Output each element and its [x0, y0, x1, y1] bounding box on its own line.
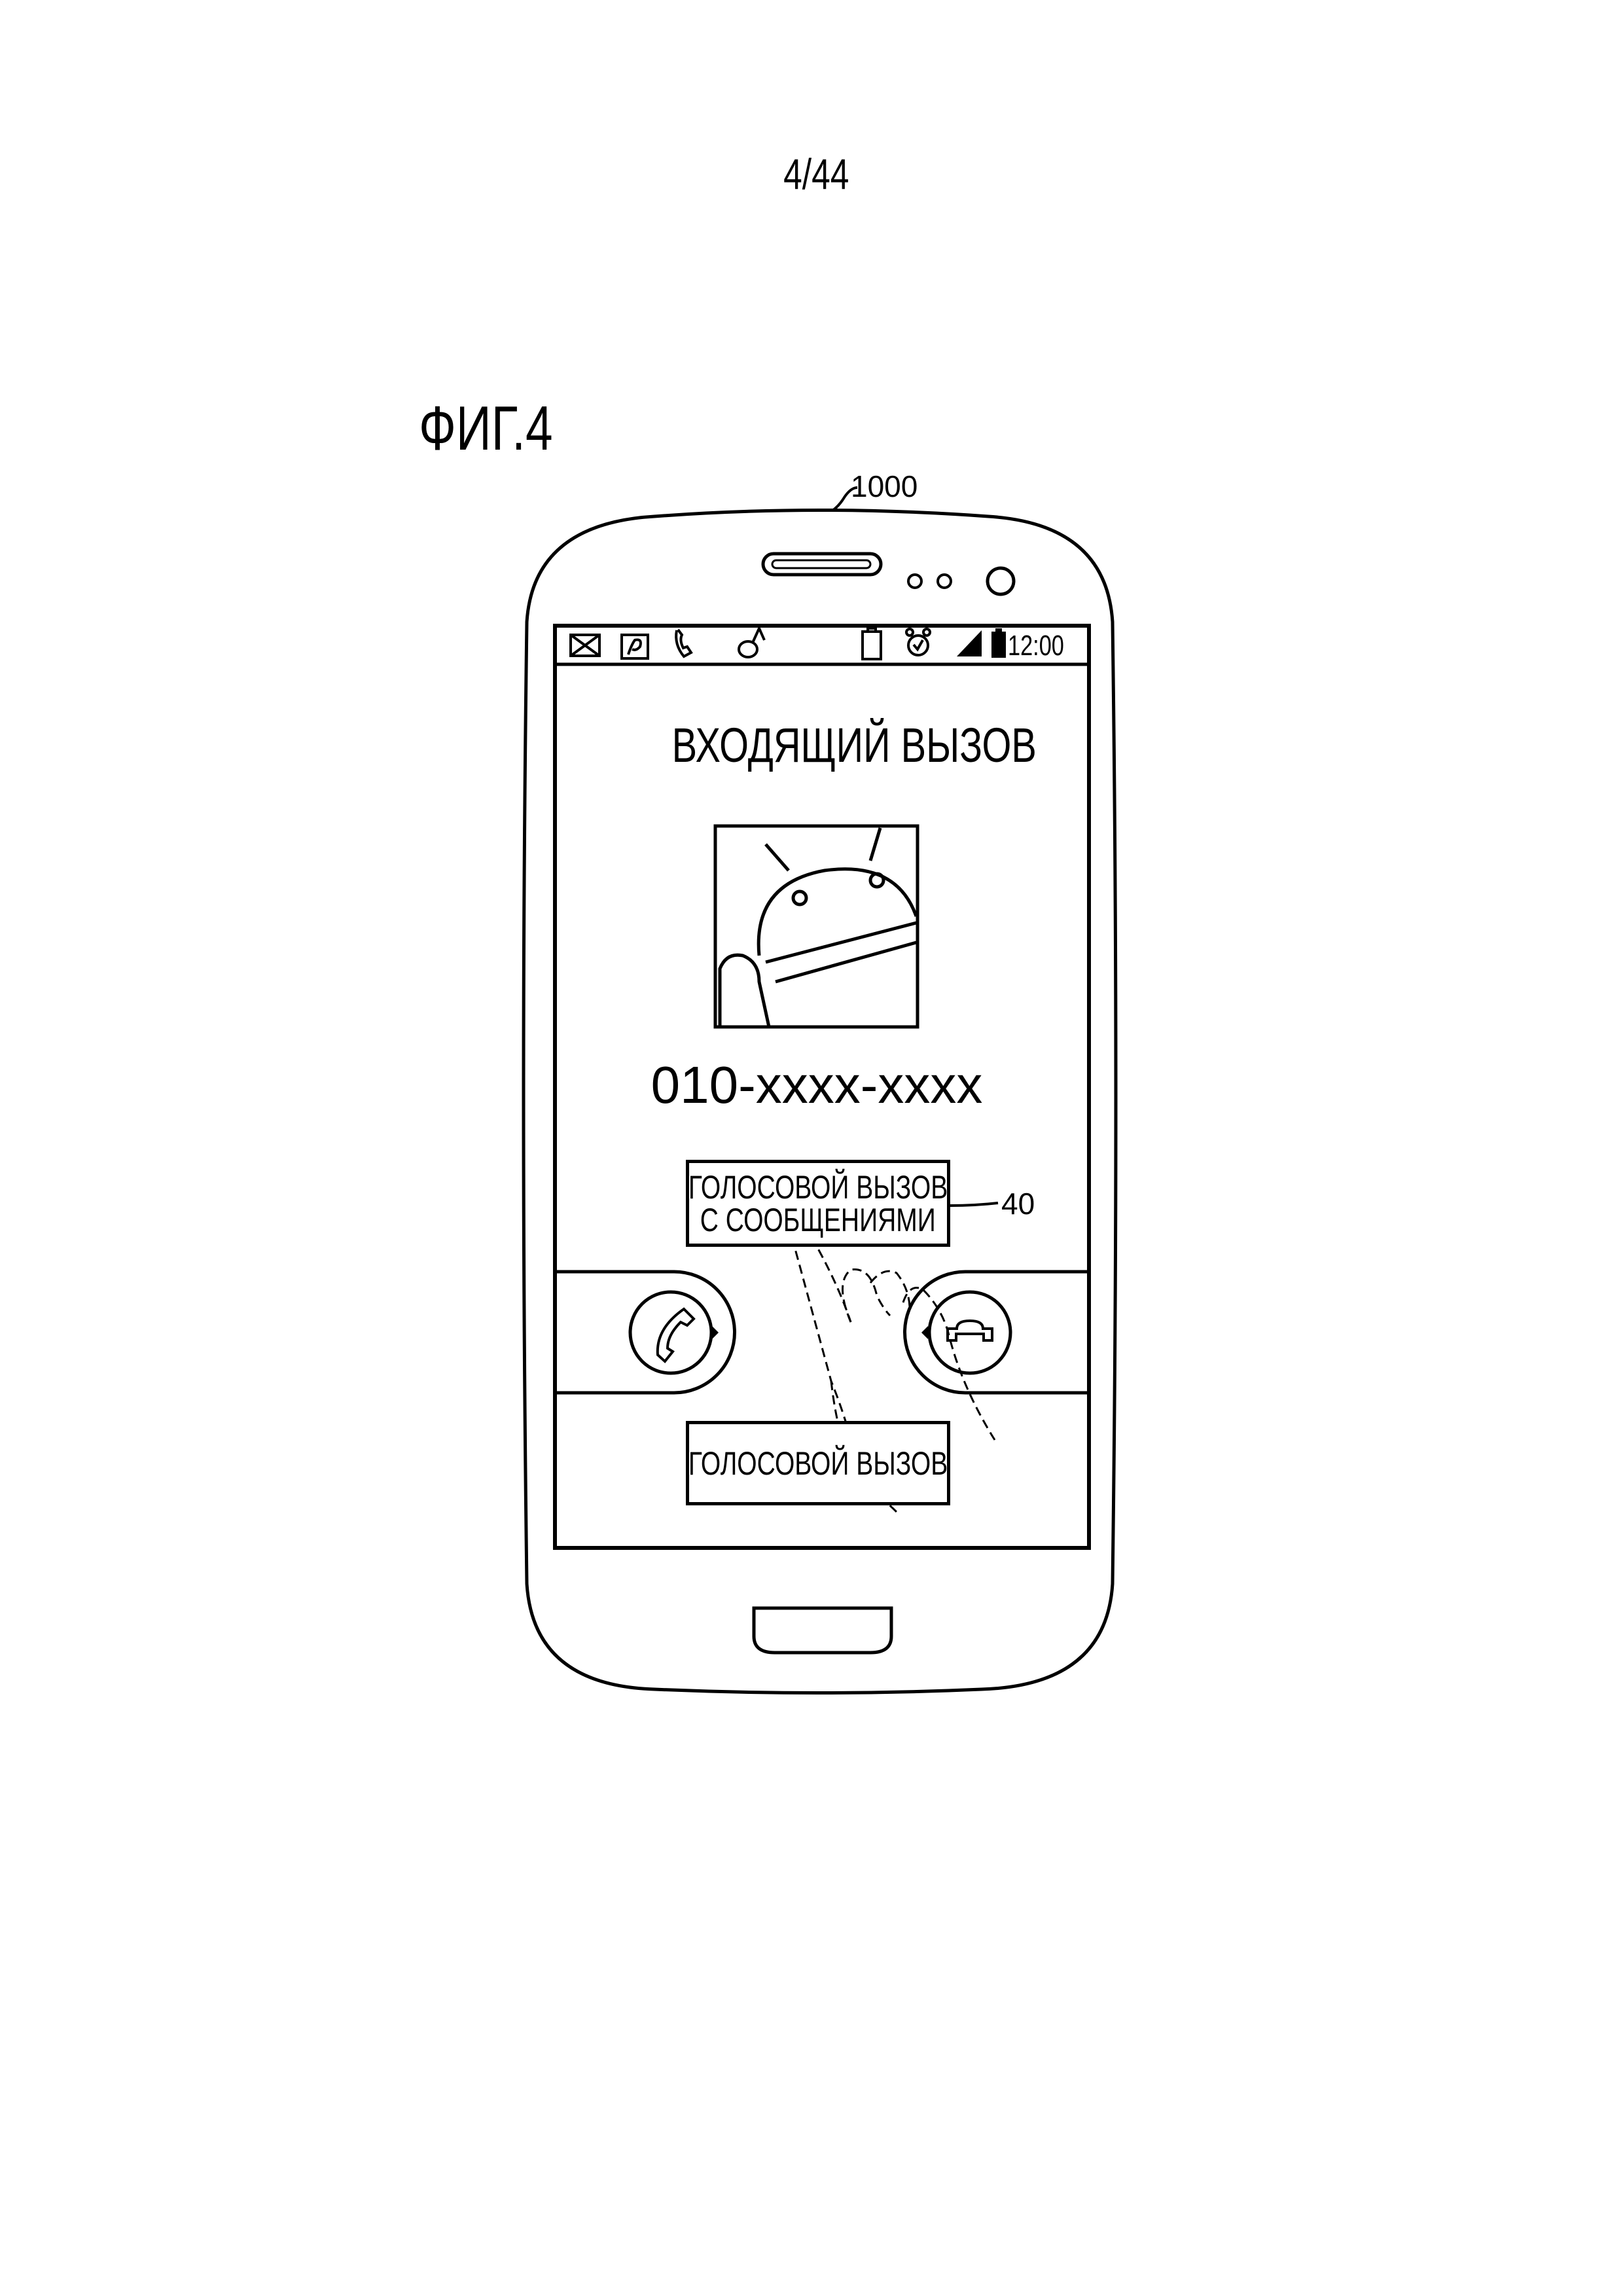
status-time-text: 12:00: [1008, 630, 1064, 662]
caller-phone-number: 010-xxxx-xxxx: [651, 1056, 983, 1114]
incoming-call-title-text: ВХОДЯЩИЙ ВЫЗОВ: [671, 718, 1037, 772]
figure-label: ФИГ.4: [419, 393, 590, 465]
arrow-right-icon: [712, 1326, 719, 1339]
arrow-left-icon: [921, 1326, 928, 1339]
speaker-icon: [761, 552, 883, 577]
voice-call-button[interactable]: ГОЛОСОВОЙ ВЫЗОВ: [686, 1421, 950, 1505]
caller-photo: [713, 824, 919, 1029]
message-call-reference-label: 40: [1001, 1187, 1035, 1221]
camera-icon: [986, 566, 1016, 596]
incoming-call-title: ВХОДЯЩИЙ ВЫЗОВ: [620, 717, 1037, 773]
voice-call-button-label: ГОЛОСОВОЙ ВЫЗОВ: [688, 1444, 948, 1482]
figure-label-text: ФИГ.4: [419, 393, 553, 463]
battery-full-icon: [991, 628, 1006, 658]
note-icon: [620, 634, 649, 660]
music-icon: [738, 625, 766, 658]
signal-icon: [957, 630, 982, 656]
battery-outline-icon: [861, 627, 882, 660]
accept-call-button: [628, 1290, 713, 1375]
phone-reject-icon: [946, 1319, 993, 1342]
phone-icon: [675, 628, 693, 658]
page-number-text: 4/44: [783, 150, 849, 198]
call-band: [555, 1270, 1089, 1395]
mail-icon: [569, 634, 601, 657]
phone-accept-icon: [656, 1307, 696, 1363]
button-line-2: С СООБЩЕНИЯМИ: [700, 1201, 936, 1238]
sensor-icon: [907, 573, 923, 589]
reject-call-button: [927, 1290, 1012, 1375]
device-reference-label: 1000: [851, 469, 918, 503]
home-button: [752, 1606, 893, 1655]
alarm-icon: [905, 628, 931, 656]
voice-call-with-messages-button[interactable]: ГОЛОСОВОЙ ВЫЗОВ С СООБЩЕНИЯМИ: [686, 1160, 950, 1247]
page-number: 4/44: [751, 149, 882, 199]
status-time: 12:00: [1008, 630, 1080, 662]
button-line-1: ГОЛОСОВОЙ ВЫЗОВ: [688, 1168, 948, 1206]
